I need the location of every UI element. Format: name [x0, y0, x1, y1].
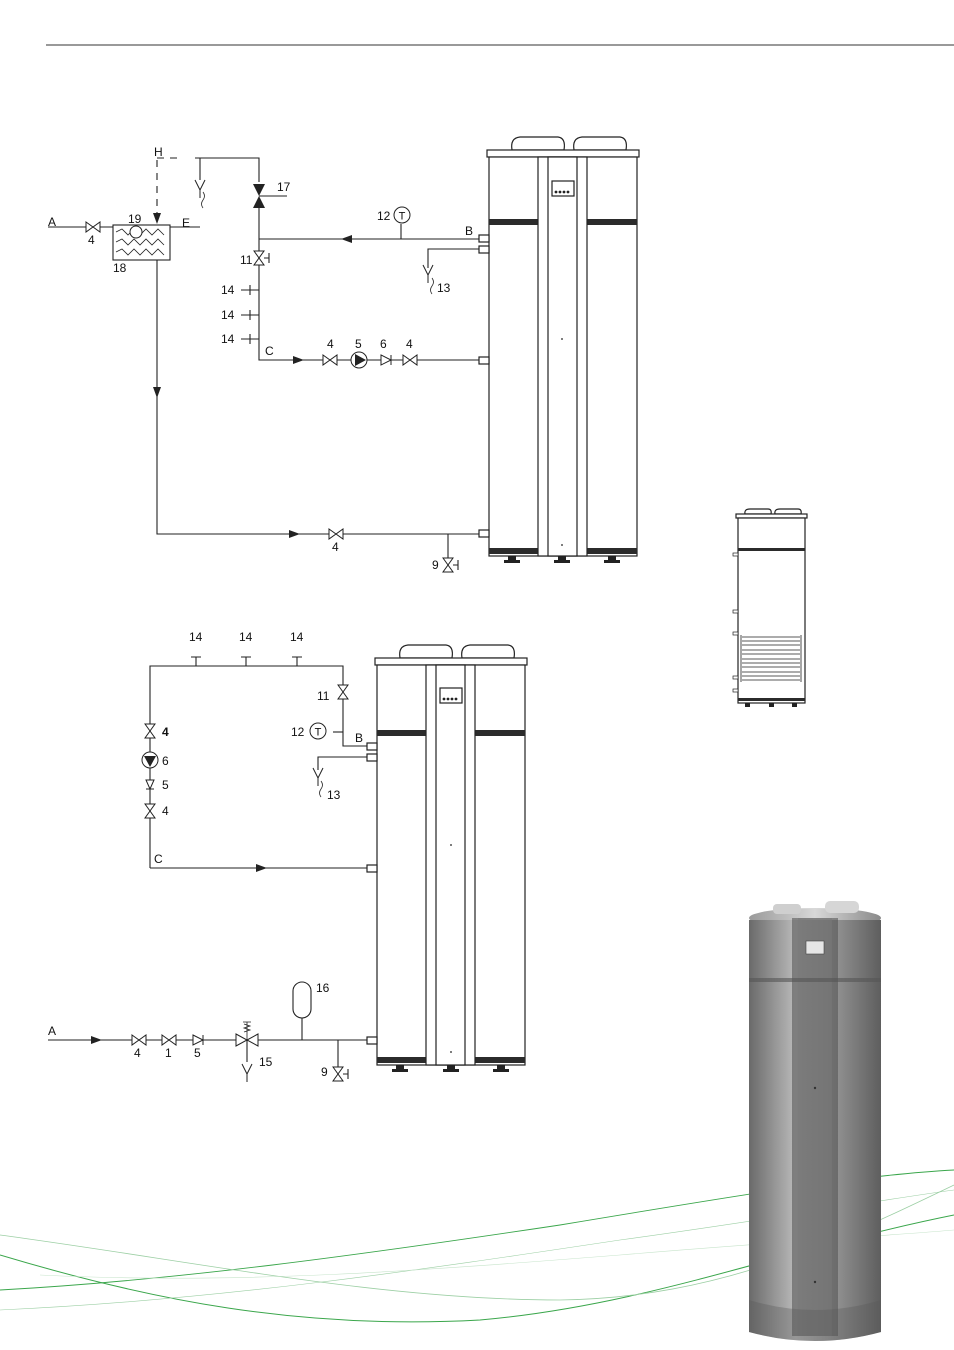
top-label-14b: 14: [221, 308, 235, 322]
top-sensor-symbol: T: [399, 211, 406, 223]
top-tank: [479, 137, 639, 563]
bottom-label-4b: 4: [162, 804, 169, 818]
top-label-C: C: [265, 344, 274, 358]
bottom-label-9: 9: [321, 1065, 328, 1079]
top-label-4c: 4: [332, 540, 339, 554]
top-label-4b: 4: [406, 337, 413, 351]
cutaway-diagram: [733, 509, 807, 707]
top-label-9: 9: [432, 558, 439, 572]
top-label-13: 13: [437, 281, 451, 295]
top-label-4a: 4: [327, 337, 334, 351]
bottom-label-13: 13: [327, 788, 341, 802]
top-label-6: 6: [380, 337, 387, 351]
bottom-label-B: B: [355, 731, 363, 745]
bottom-label-12: 12: [291, 725, 305, 739]
top-label-14a: 14: [221, 283, 235, 297]
top-label-19: 19: [128, 212, 142, 226]
bottom-label-5b: 5: [194, 1046, 201, 1060]
bottom-label-6: 6: [162, 754, 169, 768]
top-label-14c: 14: [221, 332, 235, 346]
top-label-B: B: [465, 224, 473, 238]
bottom-tank: [367, 645, 527, 1072]
top-label-17: 17: [277, 180, 291, 194]
bottom-label-1: 1: [165, 1046, 172, 1060]
top-label-12: 12: [377, 209, 391, 223]
bottom-label-4a: 4: [162, 725, 169, 739]
bottom-label-5: 5: [162, 778, 169, 792]
top-label-18: 18: [113, 261, 127, 275]
bottom-label-4c: 4: [134, 1046, 141, 1060]
top-label-A: A: [48, 215, 56, 229]
bottom-label-11: 11: [317, 689, 330, 703]
top-label-E: E: [182, 216, 190, 230]
top-label-11: 11: [240, 253, 253, 267]
bottom-label-14a: 14: [189, 630, 203, 644]
bottom-label-16: 16: [316, 981, 330, 995]
bottom-diagram: T 14 14 14 11 12 B 13 4: [48, 630, 527, 1082]
bottom-label-15: 15: [259, 1055, 273, 1069]
bottom-label-14b: 14: [239, 630, 253, 644]
top-diagram: T: [48, 137, 639, 572]
top-label-5: 5: [355, 337, 362, 351]
top-label-4-inlet: 4: [88, 233, 95, 247]
product-image: [749, 901, 881, 1341]
top-label-H: H: [154, 145, 163, 159]
bottom-sensor-symbol: T: [315, 727, 322, 739]
bottom-label-14c: 14: [290, 630, 304, 644]
bottom-label-C: C: [154, 852, 163, 866]
bottom-label-A: A: [48, 1024, 56, 1038]
